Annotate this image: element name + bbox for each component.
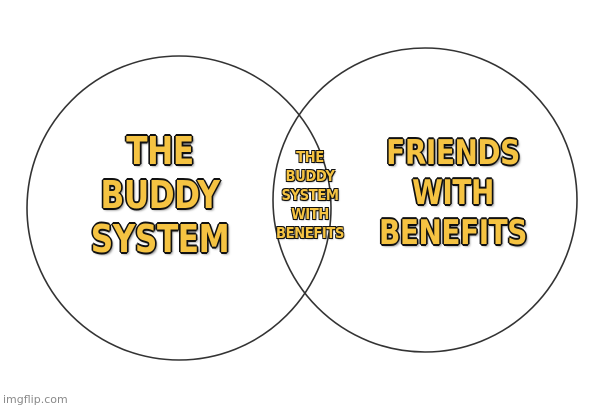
intersection-label-line: SYSTEM — [281, 185, 339, 204]
right-label-line: WITH — [412, 172, 494, 213]
right-label-line: FRIENDS — [386, 132, 520, 173]
intersection-label: THE BUDDY SYSTEM WITH BENEFITS — [262, 130, 357, 260]
left-label-line: BUDDY — [100, 173, 220, 217]
left-circle-label: THE BUDDY SYSTEM — [78, 115, 242, 275]
intersection-label-line: BENEFITS — [275, 223, 345, 242]
imgflip-watermark: imgflip.com — [3, 393, 68, 406]
intersection-label-line: WITH — [291, 204, 329, 223]
right-circle — [272, 47, 578, 353]
right-circle-label: FRIENDS WITH BENEFITS — [367, 125, 539, 260]
right-label-line: BENEFITS — [379, 212, 527, 253]
left-label-line: THE — [126, 129, 194, 173]
intersection-label-line: BUDDY — [285, 166, 335, 185]
left-label-line: SYSTEM — [90, 217, 230, 261]
left-circle — [26, 55, 332, 361]
intersection-label-line: THE — [296, 147, 324, 166]
